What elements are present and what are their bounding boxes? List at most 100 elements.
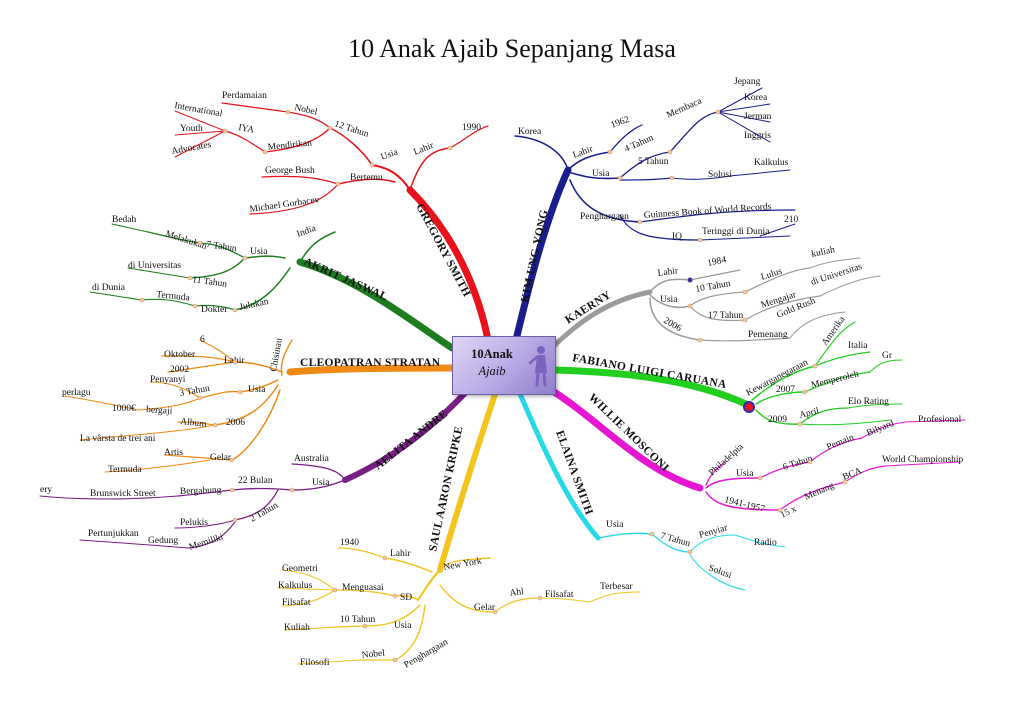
- node-label: Kalkulus: [754, 158, 789, 168]
- branch-aelita-andre: [39, 389, 469, 549]
- node-label: Gelar: [210, 453, 232, 463]
- node-label: Bedah: [112, 215, 137, 225]
- node-label: Bergabung: [180, 486, 222, 497]
- node-label: Menguasai: [342, 583, 384, 593]
- node-label: Penyiar: [698, 523, 729, 541]
- node-label: 1990: [462, 123, 481, 133]
- branch-label-kim: KIM UNG-YONG: [519, 209, 550, 304]
- node-label: 2009: [768, 415, 787, 425]
- node-label: Jerman: [744, 112, 772, 122]
- node-label: IYA: [237, 123, 254, 136]
- node-label: 2002: [170, 365, 189, 375]
- node-label: World Championship: [882, 455, 964, 465]
- node-label: Gelar: [474, 603, 496, 613]
- center-line-1: 10Anak: [471, 347, 513, 361]
- node-label: 2006: [226, 418, 245, 428]
- node-label: Lulus: [760, 267, 784, 283]
- node-label: 7 Tahun: [659, 531, 691, 549]
- node-label: Filsafat: [282, 597, 311, 608]
- node-label: Usia: [394, 621, 412, 631]
- node-label: Michael Gorbacev: [249, 195, 320, 215]
- node-label: 1984: [707, 255, 728, 269]
- node-label: Guinness Book of World Records: [643, 201, 772, 221]
- node-label: 1941-1957: [723, 495, 766, 515]
- node-label: Italia: [848, 341, 868, 351]
- node-label: Australia: [294, 454, 330, 464]
- node-label: Kalkulus: [278, 581, 313, 591]
- node-label: 4 Tahun: [623, 133, 655, 155]
- node-label: kuliah: [811, 245, 837, 260]
- node-label: Solusi: [707, 563, 733, 581]
- node-label: Termuda: [108, 465, 142, 475]
- branch-label-saul: SAUL AARON KRIPKE: [427, 425, 465, 553]
- node-label: New York: [443, 556, 483, 573]
- node-label: 15 x: [779, 504, 799, 520]
- branch-label-willie: WILLIE MOSCONI: [586, 392, 671, 475]
- branch-kaerny: [549, 257, 881, 351]
- node-label: Penyanyi: [150, 375, 186, 385]
- node-label: Oktober: [164, 350, 196, 360]
- node-label: Pelukis: [180, 518, 208, 528]
- node-label: Nobel: [361, 649, 385, 661]
- node-label: Termuda: [156, 290, 191, 304]
- node-label: Youth: [180, 124, 203, 134]
- branch-label-aelita: AELITA ANDRE: [372, 408, 450, 472]
- branch-label-cleopatra: CLEOPATRAN STRATAN: [300, 357, 441, 369]
- center-topic-label: 10Anak Ajaib: [453, 346, 531, 380]
- node-label: di Dunia: [92, 283, 126, 293]
- node-label: Lahir: [390, 549, 411, 559]
- node-label: Perdamaian: [222, 91, 267, 101]
- node-label: Bilyard: [865, 419, 895, 439]
- node-label: Memiliki: [188, 532, 225, 553]
- node-label: 2 Tahun: [249, 501, 281, 525]
- node-label: Usia: [592, 169, 610, 179]
- node-label: India: [296, 223, 318, 239]
- node-label: 1962: [610, 115, 632, 131]
- node-label: Elo Rating: [848, 397, 889, 407]
- node-label: Usia: [660, 295, 678, 305]
- node-label: Inggris: [744, 131, 771, 141]
- node-label: Amerika: [820, 314, 848, 348]
- node-label: 1940: [340, 538, 359, 548]
- node-label: La vârsta de trei ani: [80, 434, 156, 444]
- branch-label-gregory: GREGORY SMITH: [413, 202, 472, 299]
- node-label: Penghargaan: [580, 212, 629, 222]
- node-label: Penghargaan: [403, 637, 451, 670]
- node-label: di Universitas: [128, 261, 181, 271]
- node-label: 7 Tahun: [206, 240, 238, 254]
- node-label: 12 Tahun: [333, 119, 370, 139]
- node-label: 6: [200, 335, 205, 345]
- branch-fabiano-luigi-caruana: [550, 321, 903, 426]
- node-label: Solusi: [708, 170, 732, 180]
- node-label: Pemain: [825, 433, 855, 453]
- branch-willie-mosconi: [544, 384, 966, 511]
- node-label: Pertunjukkan: [88, 529, 139, 539]
- node-label: Jepang: [734, 77, 761, 87]
- node-label: Korea: [518, 127, 542, 137]
- node-label: Gr: [882, 351, 893, 361]
- node-label: Usia: [606, 520, 624, 530]
- branch-saul-aaron-kripke: [277, 391, 641, 665]
- branch-cleopatran-stratan: [64, 339, 456, 473]
- node-label: Membaca: [665, 96, 704, 121]
- node-label: Menang: [803, 481, 836, 503]
- node-dots: [139, 109, 848, 663]
- node-label: 1000€: [112, 404, 136, 414]
- node-label: Gedung: [148, 536, 178, 546]
- node-label: 11 Tahun: [192, 275, 228, 290]
- node-label: Radio: [754, 538, 777, 548]
- node-label: 22 Bulan: [238, 476, 273, 486]
- node-label: SD: [400, 593, 412, 603]
- node-label: Ahl: [509, 587, 525, 599]
- node-label: Korea: [744, 93, 768, 103]
- node-label: April: [798, 406, 820, 421]
- node-label: Chisinau: [269, 337, 285, 372]
- node-label: ery: [40, 485, 52, 495]
- node-label: Usia: [380, 147, 401, 163]
- node-label: Kuliah: [284, 623, 310, 633]
- branch-gregory-smith: [174, 102, 492, 344]
- node-label: Lahir: [572, 144, 596, 161]
- branch-label-akrit: AKRIT JASWAL: [302, 256, 390, 304]
